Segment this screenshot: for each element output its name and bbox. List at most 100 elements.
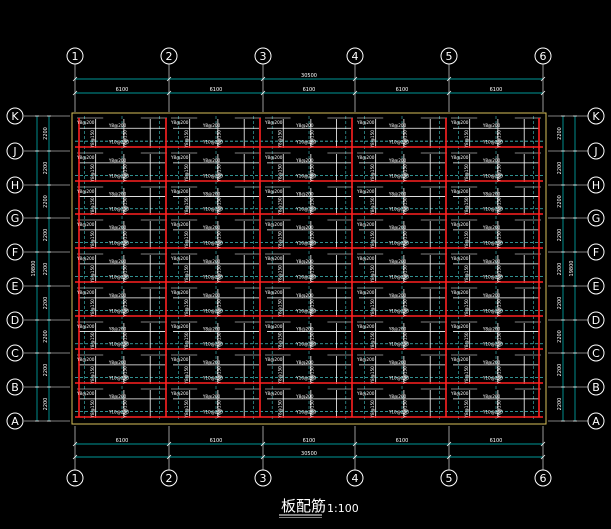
- rebar-label: Y8@200: [76, 155, 95, 160]
- rebar-label: Y8@200: [388, 327, 407, 332]
- rebar-label: Y8@150: [184, 197, 189, 216]
- rebar-label: Y8@200: [356, 357, 375, 362]
- rebar-label: Y8@150: [184, 366, 189, 385]
- axis-bubble-top-2-circle: [160, 47, 178, 65]
- rebar-label: Y8@150: [403, 366, 408, 385]
- rebar-label: Y8@150: [310, 197, 315, 216]
- rebar-label: Y8@150: [123, 366, 128, 385]
- rebar-label: Y8@200: [76, 256, 95, 261]
- axis-bubble-top-1-circle: [66, 47, 84, 65]
- axis-bubble-right-J-label: J: [593, 145, 597, 158]
- rebar-label: Y8@200: [450, 357, 469, 362]
- rebar-label: Y8@150: [277, 130, 282, 149]
- rebar-label: Y8@150: [370, 197, 375, 216]
- rebar-label: Y8@200: [295, 225, 314, 230]
- dim-left-span-text: 2200: [43, 263, 49, 276]
- rebar-label: Y8@200: [170, 222, 189, 227]
- rebar-label: Y10@200: [108, 207, 129, 212]
- axis-bubble-right-E-circle: [587, 277, 605, 295]
- dim-top-span-text: 6100: [210, 87, 223, 93]
- rebar-label: Y8@200: [482, 394, 501, 399]
- rebar-label: Y8@200: [482, 327, 501, 332]
- axis-bubble-right-K-circle: [587, 107, 605, 125]
- rebar-label: Y8@200: [356, 256, 375, 261]
- rebar-label: Y10@200: [202, 139, 223, 144]
- axis-grid-lines: [24, 64, 588, 476]
- rebar-label: Y8@150: [123, 265, 128, 284]
- rebar-label: Y8@200: [356, 120, 375, 125]
- rebar-label: Y8@150: [497, 197, 502, 216]
- rebar-label: Y8@200: [108, 225, 127, 230]
- rebar-label: Y8@150: [464, 197, 469, 216]
- axis-bubble-left-D-circle: [6, 311, 24, 329]
- rebar-label: Y8@150: [464, 299, 469, 318]
- rebar-label: Y8@150: [217, 197, 222, 216]
- rebar-label: Y8@150: [123, 231, 128, 250]
- rebar-label: Y10@200: [202, 174, 223, 179]
- rebar-label: Y8@150: [90, 231, 95, 250]
- axis-bubble-left-K-circle: [6, 107, 24, 125]
- rebar-label: Y8@150: [184, 332, 189, 351]
- rebar-label: Y8@200: [202, 158, 221, 163]
- axis-bubble-bottom-5-circle: [440, 469, 458, 487]
- dim-left-span-text: 2200: [43, 330, 49, 343]
- rebar-label: Y10@200: [295, 342, 316, 347]
- rebar-label: Y8@150: [184, 299, 189, 318]
- rebar-label: Y8@150: [90, 332, 95, 351]
- rebar-label: Y8@150: [184, 231, 189, 250]
- axis-bubble-left-A-circle: [6, 412, 24, 430]
- rebar-label: Y8@200: [108, 259, 127, 264]
- dim-right-span-text: 2200: [557, 364, 563, 377]
- dim-left-span-text: 2200: [43, 297, 49, 310]
- axis-bubble-bottom-6-label: 6: [540, 472, 547, 485]
- rebar-label: Y8@200: [170, 155, 189, 160]
- rebar-label: Y8@200: [76, 189, 95, 194]
- axis-bubble-right-A-label: A: [592, 415, 600, 428]
- rebar-label: Y8@200: [264, 256, 283, 261]
- rebar-label: Y8@200: [108, 293, 127, 298]
- rebar-label: Y8@150: [497, 299, 502, 318]
- axis-bubble-right-C-circle: [587, 344, 605, 362]
- rebar-label: Y8@200: [264, 222, 283, 227]
- rebar-label: Y10@200: [388, 241, 409, 246]
- rebar-label: Y8@150: [310, 299, 315, 318]
- rebar-label: Y10@200: [388, 207, 409, 212]
- rebar-label: Y8@150: [277, 299, 282, 318]
- rebar-label: Y8@200: [170, 256, 189, 261]
- dim-left-total-text: 19800: [31, 261, 37, 277]
- beam-lines: [75, 118, 543, 418]
- axis-bubble-left-J-circle: [6, 142, 24, 160]
- rebar-label: Y10@200: [295, 207, 316, 212]
- rebar-label: Y8@150: [464, 130, 469, 149]
- rebar-label: Y8@150: [497, 130, 502, 149]
- rebar-label: Y10@200: [482, 410, 503, 415]
- axis-bubble-left-G-circle: [6, 209, 24, 227]
- axis-bubble-top-2-label: 2: [166, 50, 173, 63]
- rebar-label: Y10@200: [108, 410, 129, 415]
- axis-bubble-top-4-circle: [346, 47, 364, 65]
- axis-bubble-bottom-1-label: 1: [72, 472, 79, 485]
- rebar-label: Y10@200: [388, 309, 409, 314]
- axis-bubble-right-G-circle: [587, 209, 605, 227]
- rebar-label: Y8@200: [482, 192, 501, 197]
- rebar-label: Y8@150: [403, 265, 408, 284]
- axis-bubble-left-A-label: A: [11, 415, 19, 428]
- axis-bubble-right-D-circle: [587, 311, 605, 329]
- rebar-label: Y8@200: [450, 290, 469, 295]
- axis-bubble-right-F-label: F: [593, 246, 599, 259]
- axis-bubble-right-C-label: C: [592, 347, 600, 360]
- rebar-label: Y10@200: [482, 207, 503, 212]
- rebar-label: Y8@200: [388, 394, 407, 399]
- axis-bubble-bottom-2-label: 2: [166, 472, 173, 485]
- axis-bubble-right-B-label: B: [592, 381, 600, 394]
- rebar-label: Y8@150: [123, 164, 128, 183]
- axis-bubble-bottom-2-circle: [160, 469, 178, 487]
- rebar-label: Y8@200: [450, 222, 469, 227]
- rebar-label: Y8@150: [403, 231, 408, 250]
- dim-right-span-text: 2200: [557, 229, 563, 242]
- axis-bubble-top-4-label: 4: [352, 50, 359, 63]
- rebar-label: Y8@150: [403, 299, 408, 318]
- rebar-label: Y10@200: [108, 139, 129, 144]
- rebar-label: Y8@150: [123, 197, 128, 216]
- rebar-label: Y8@200: [295, 123, 314, 128]
